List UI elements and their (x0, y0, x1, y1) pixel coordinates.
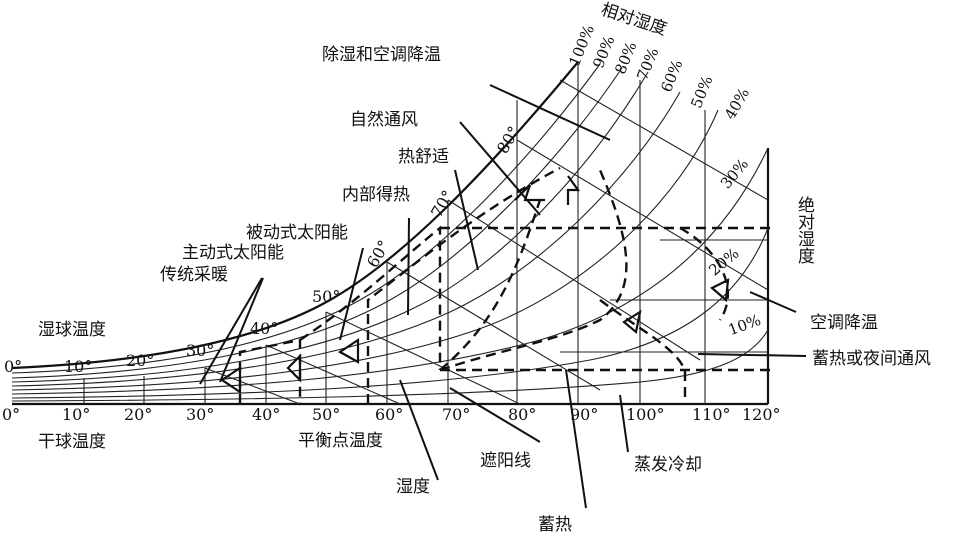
rh-tick: 50% (687, 73, 716, 111)
zone-thermal-mass-label: 蓄热 (538, 515, 572, 535)
dry-bulb-tick: 100° (626, 405, 665, 424)
strategy-zone-boundaries (238, 166, 770, 404)
arrow-icon (710, 278, 730, 303)
wet-bulb-tick: 30° (186, 341, 214, 360)
arrow-icon (514, 184, 545, 202)
relative-humidity-curves (11, 61, 769, 402)
dry-bulb-tick: 70° (442, 405, 470, 424)
zone-thermal-comfort-label: 热舒适 (398, 147, 449, 167)
absolute-humidity-lines (560, 239, 768, 353)
dry-bulb-tick: 110° (692, 405, 731, 424)
absolute-humidity-axis-title: 绝对湿度 (794, 196, 815, 264)
wet-bulb-tick: 20° (126, 351, 154, 370)
arrow-icon (622, 309, 642, 335)
zone-thermal-mass-night-vent-label: 蓄热或夜间通风 (812, 349, 931, 369)
wet-bulb-tick: 50° (312, 287, 340, 306)
arrow-icon (286, 353, 302, 383)
zone-conventional-heating-label: 传统采暖 (160, 265, 228, 285)
wet-bulb-tick: 10° (64, 357, 92, 376)
arrow-icon (220, 365, 242, 395)
wet-bulb-tick: 80° (493, 123, 524, 157)
zone-shading-line-label: 遮阳线 (480, 451, 531, 471)
chart-grid (11, 61, 770, 406)
zone-natural-vent-label: 自然通风 (350, 110, 418, 130)
leader-lines (199, 84, 807, 509)
dry-bulb-tick: 80° (508, 405, 536, 424)
zone-internal-gain-label: 内部得热 (342, 185, 410, 205)
arrow-icon (566, 175, 581, 205)
dry-bulb-tick: 40° (252, 405, 280, 424)
wet-bulb-tick: 70° (427, 187, 458, 221)
relative-humidity-axis-title: 相对湿度 (598, 0, 669, 40)
relative-humidity-tick-labels: 100% 90% 80% 70% 60% 50% 40% 30% 20% 10% (565, 22, 763, 339)
wet-bulb-axis-title: 湿球温度 (38, 320, 106, 340)
dry-bulb-tick: 60° (375, 405, 403, 424)
dry-bulb-tick: 120° (742, 405, 781, 424)
dry-bulb-tick: 30° (186, 405, 214, 424)
zone-active-solar-label: 主动式太阳能 (182, 243, 284, 263)
zone-ac-cooling-label: 空调降温 (810, 313, 878, 333)
dry-bulb-tick: 0° (2, 405, 20, 424)
dry-bulb-tick-labels: 0° 10° 20° 30° 40° 50° 60° 70° 80° 90° 1… (2, 405, 781, 424)
dry-bulb-axis-title: 干球温度 (38, 432, 106, 452)
dry-bulb-tick: 90° (570, 405, 598, 424)
zone-humidity-label: 湿度 (396, 477, 430, 497)
zone-dehumidify-label: 除湿和空调降温 (322, 45, 441, 65)
equilibrium-point-axis-title: 平衡点温度 (298, 431, 383, 451)
rh-tick: 10% (726, 311, 763, 339)
dry-bulb-tick: 20° (124, 405, 152, 424)
wet-bulb-tick: 40° (250, 319, 278, 338)
dry-bulb-tick: 50° (312, 405, 340, 424)
dry-bulb-tick: 10° (62, 405, 90, 424)
wet-bulb-tick: 60° (363, 237, 394, 271)
zone-passive-solar-label: 被动式太阳能 (246, 223, 348, 243)
arrow-icon (337, 337, 360, 364)
zone-evap-cooling-label: 蒸发冷却 (634, 455, 702, 475)
strategy-arrows (220, 175, 730, 395)
rh-tick: 40% (721, 85, 753, 123)
wet-bulb-lines (204, 79, 769, 405)
rh-tick: 60% (657, 57, 686, 95)
wet-bulb-tick: 0° (4, 357, 22, 376)
